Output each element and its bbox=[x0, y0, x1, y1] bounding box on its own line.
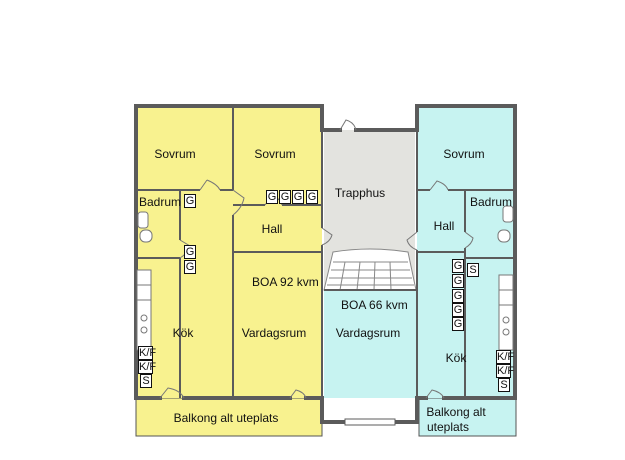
room-label-right-balcony-line-1: Balkong alt bbox=[426, 405, 486, 419]
area-label-left: BOA 92 kvm bbox=[252, 275, 319, 289]
marker-g: G bbox=[452, 274, 464, 288]
marker-kf: K/F bbox=[496, 364, 515, 378]
kitchen-counter-left bbox=[136, 269, 152, 351]
interior-walls bbox=[136, 107, 515, 398]
room-label-left-bedroom-1: Sovrum bbox=[154, 147, 196, 161]
marker-g: G bbox=[279, 190, 291, 204]
bathroom-fixtures-left bbox=[137, 211, 153, 243]
room-label-right-hall: Hall bbox=[433, 219, 455, 233]
room-label-left-hall: Hall bbox=[261, 222, 283, 236]
room-label-right-bathroom: Badrum bbox=[470, 195, 513, 209]
marker-g: G bbox=[184, 260, 196, 274]
marker-s: S bbox=[498, 378, 510, 392]
right-balcony-area bbox=[418, 397, 517, 437]
marker-g: G bbox=[306, 190, 318, 204]
room-label-right-balcony-line-2: uteplats bbox=[426, 420, 470, 434]
room-label-left-living: Vardagsrum bbox=[241, 326, 307, 340]
marker-s: S bbox=[140, 374, 152, 388]
outer-walls bbox=[134, 104, 517, 424]
left-balcony-area bbox=[135, 397, 323, 437]
kitchen-counter-right bbox=[498, 274, 514, 351]
stairs bbox=[323, 248, 417, 291]
marker-g: G bbox=[452, 289, 464, 303]
marker-g: G bbox=[184, 245, 196, 259]
marker-g: G bbox=[266, 190, 278, 204]
marker-g: G bbox=[452, 303, 464, 317]
marker-g: G bbox=[452, 317, 464, 331]
room-label-left-kitchen: Kök bbox=[172, 326, 194, 340]
bathroom-fixtures-right bbox=[497, 205, 514, 243]
marker-kf: K/F bbox=[138, 360, 157, 374]
room-label-left-bathroom: Badrum bbox=[139, 195, 182, 209]
marker-g: G bbox=[452, 259, 464, 273]
room-label-left-balcony: Balkong alt uteplats bbox=[173, 411, 279, 425]
room-label-left-bedroom-2: Sovrum bbox=[254, 147, 296, 161]
room-label-right-bedroom: Sovrum bbox=[443, 147, 485, 161]
room-label-stairwell: Trapphus bbox=[334, 186, 386, 200]
marker-g: G bbox=[292, 190, 304, 204]
marker-kf: K/F bbox=[138, 346, 157, 360]
window-front bbox=[344, 418, 396, 426]
marker-g: G bbox=[184, 194, 196, 208]
marker-kf: K/F bbox=[496, 350, 515, 364]
marker-s: S bbox=[467, 263, 479, 277]
room-label-right-living: Vardagsrum bbox=[335, 326, 401, 340]
right-living-area bbox=[324, 290, 417, 398]
room-label-right-kitchen: Kök bbox=[445, 351, 467, 365]
area-label-right: BOA 66 kvm bbox=[341, 298, 408, 312]
